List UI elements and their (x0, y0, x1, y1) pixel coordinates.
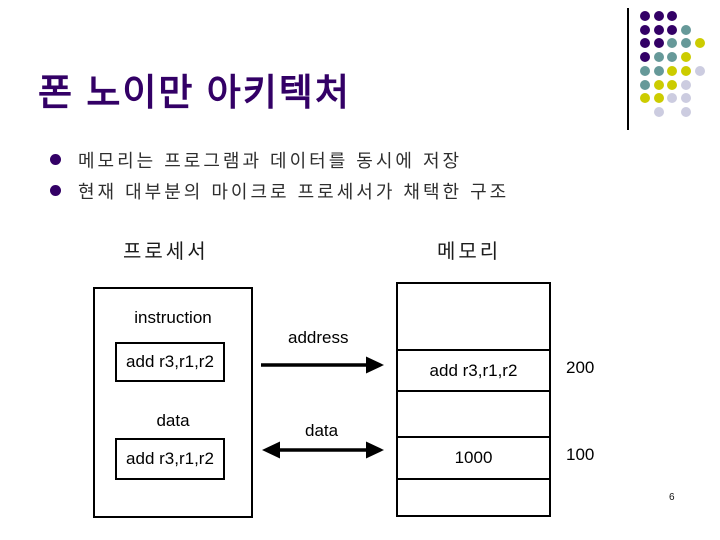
list-item: 메모리는 프로그램과 데이터를 동시에 저장 (50, 144, 509, 175)
deco-dot (640, 38, 650, 49)
bullet-text: 메모리는 프로그램과 데이터를 동시에 저장 (78, 150, 463, 171)
memory-cell (398, 478, 549, 515)
instruction-label: instruction (134, 308, 212, 327)
deco-dot (681, 24, 692, 35)
processor-data-label: data (156, 411, 190, 430)
bullet-icon (50, 185, 61, 196)
deco-dot (681, 79, 692, 90)
data-bus-label: data (305, 421, 339, 440)
deco-dot (653, 11, 664, 21)
deco-dot (681, 65, 692, 76)
list-item: 현재 대부분의 마이크로 프로세서가 채택한 구조 (50, 175, 509, 206)
deco-dot (694, 65, 705, 76)
decorative-vertical-rule (627, 8, 629, 130)
deco-dot (681, 52, 692, 63)
deco-dot (681, 106, 692, 117)
bullet-text: 현재 대부분의 마이크로 프로세서가 채택한 구조 (78, 181, 510, 202)
slide-title: 폰 노이만 아키텍처 (38, 72, 351, 113)
deco-dot (694, 38, 705, 49)
deco-dot (640, 11, 650, 21)
deco-dot (681, 93, 692, 104)
deco-dot (640, 52, 650, 63)
deco-dot (667, 38, 678, 49)
memory-cell (398, 284, 549, 349)
deco-dot (653, 106, 664, 117)
instruction-register-box: add r3,r1,r2 (115, 342, 225, 382)
deco-dot (640, 65, 650, 76)
deco-dot (653, 38, 664, 49)
bullet-list: 메모리는 프로그램과 데이터를 동시에 저장 현재 대부분의 마이크로 프로세서… (50, 144, 509, 206)
memory-box: add r3,r1,r2 1000 (396, 282, 551, 517)
deco-dot (653, 79, 664, 90)
deco-dot (653, 24, 664, 35)
memory-label: 메모리 (437, 241, 502, 263)
address-bus-arrow-icon (261, 356, 384, 374)
deco-dot-grid (640, 11, 712, 123)
deco-dot (640, 24, 650, 35)
deco-dot (653, 52, 664, 63)
deco-dot (667, 65, 678, 76)
bullet-icon (50, 154, 61, 165)
deco-dot (667, 93, 678, 104)
memory-cell: add r3,r1,r2 (398, 349, 549, 390)
memory-address-value: 100 (566, 445, 595, 464)
memory-address-value: 200 (566, 358, 595, 377)
address-bus-label: address (288, 328, 349, 347)
deco-dot (681, 38, 692, 49)
processor-label: 프로세서 (123, 241, 209, 263)
page-number: 6 (669, 492, 675, 503)
deco-dot (667, 24, 678, 35)
memory-cell (398, 390, 549, 436)
deco-dot (653, 93, 664, 104)
data-register-box: add r3,r1,r2 (115, 438, 225, 480)
deco-dot (667, 52, 678, 63)
data-bus-double-arrow-icon (262, 441, 384, 459)
deco-dot (667, 79, 678, 90)
deco-dot (653, 65, 664, 76)
memory-cell: 1000 (398, 436, 549, 478)
deco-dot (640, 79, 650, 90)
deco-dot (640, 93, 650, 104)
deco-dot (667, 11, 678, 21)
